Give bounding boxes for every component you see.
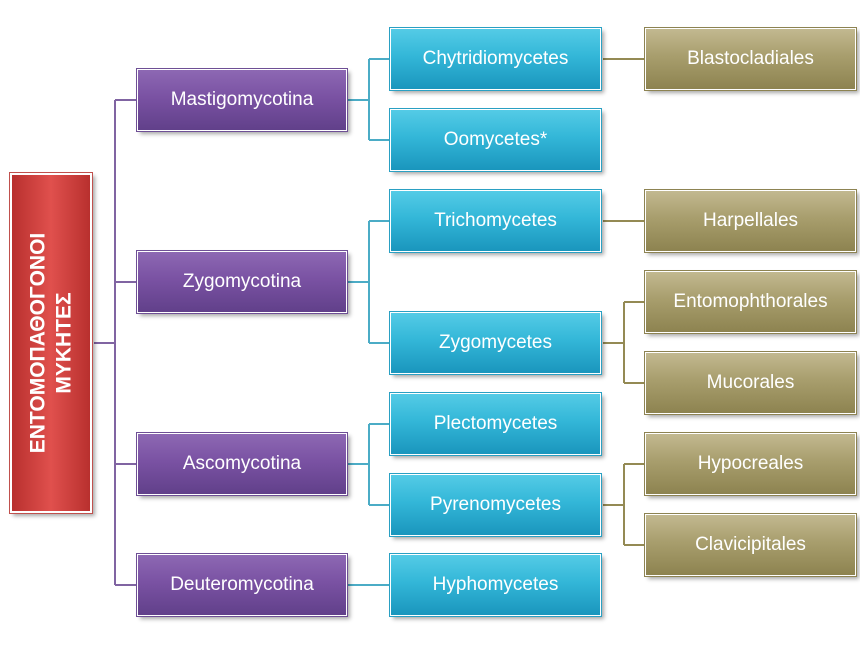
node-blastocladiales: Blastocladiales [644, 27, 857, 91]
node-hyphomycetes: Hyphomycetes [389, 553, 602, 617]
node-label: Hyphomycetes [432, 574, 559, 595]
node-harpellales: Harpellales [644, 189, 857, 253]
node-zygomycotina: Zygomycotina [136, 250, 348, 314]
node-label: Entomophthorales [673, 291, 828, 312]
node-label: Trichomycetes [434, 210, 557, 231]
node-clavicipitales: Clavicipitales [644, 513, 857, 577]
node-entomophthorales: Entomophthorales [644, 270, 857, 334]
node-deuteromycotina: Deuteromycotina [136, 553, 348, 617]
node-label: Mastigomycotina [170, 89, 314, 110]
node-chytridiomycetes: Chytridiomycetes [389, 27, 602, 91]
node-mastigomycotina: Mastigomycotina [136, 68, 348, 132]
node-label: Oomycetes* [443, 129, 548, 150]
node-label: Deuteromycotina [170, 574, 314, 595]
node-label: Hypocreales [697, 453, 804, 474]
node-mucorales: Mucorales [644, 351, 857, 415]
node-label: Harpellales [702, 210, 799, 231]
root-node: ΕΝΤΟΜΟΠΑΘΟΓΟΝΟΙ ΜΥΚΗΤΕΣ [9, 172, 93, 514]
node-pyrenomycetes: Pyrenomycetes [389, 473, 602, 537]
root-label-line2: ΜΥΚΗΤΕΣ [52, 292, 76, 394]
node-label: Plectomycetes [433, 413, 558, 434]
node-plectomycetes: Plectomycetes [389, 392, 602, 456]
node-label: Zygomycetes [439, 332, 552, 353]
node-label: Blastocladiales [687, 48, 814, 69]
node-label: Clavicipitales [695, 534, 806, 555]
root-label: ΕΝΤΟΜΟΠΑΘΟΓΟΝΟΙ ΜΥΚΗΤΕΣ [25, 233, 77, 454]
node-zygomycetes: Zygomycetes [389, 311, 602, 375]
node-ascomycotina: Ascomycotina [136, 432, 348, 496]
node-label: Ascomycotina [182, 453, 302, 474]
node-label: Mucorales [706, 372, 795, 393]
node-label: Zygomycotina [182, 271, 302, 292]
node-oomycetes: Oomycetes* [389, 108, 602, 172]
node-hypocreales: Hypocreales [644, 432, 857, 496]
node-label: Chytridiomycetes [422, 48, 569, 69]
node-label: Pyrenomycetes [430, 494, 561, 515]
root-label-line1: ΕΝΤΟΜΟΠΑΘΟΓΟΝΟΙ [26, 232, 50, 454]
node-trichomycetes: Trichomycetes [389, 189, 602, 253]
